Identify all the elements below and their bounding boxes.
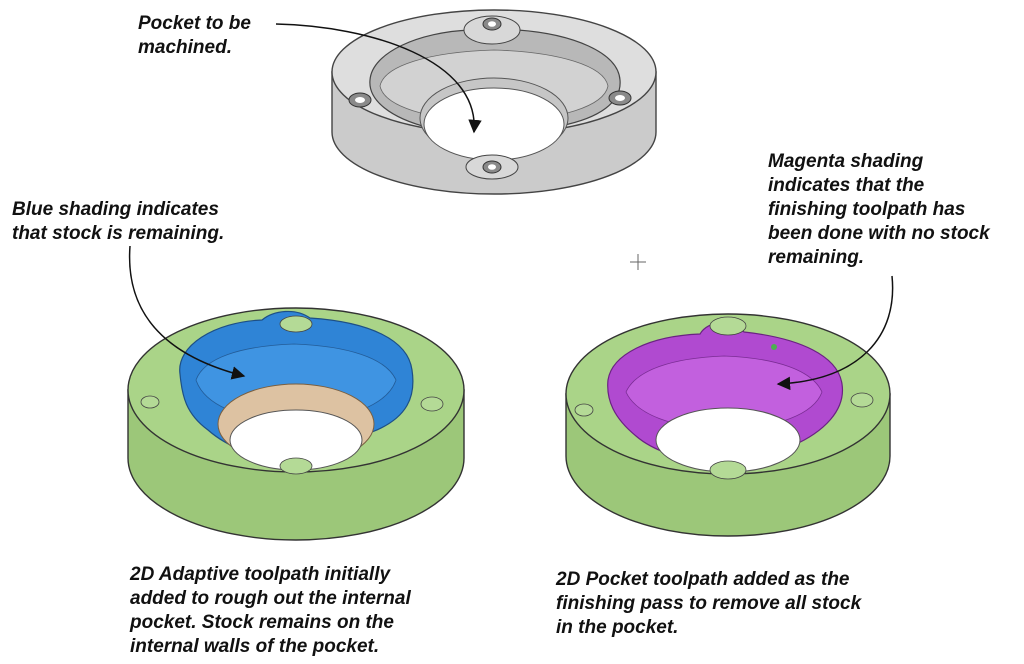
screw-hole-icon	[482, 17, 502, 31]
caption-adaptive: 2D Adaptive toolpath initially added to …	[130, 564, 411, 657]
pocket-leader-arrow	[275, 23, 482, 134]
screw-hole-icon	[482, 160, 502, 174]
annotation-pocket: Pocket to be machined.	[138, 13, 251, 58]
gray-part	[331, 9, 657, 195]
magenta-leader-arrow	[776, 275, 894, 391]
screw-hole-icon	[608, 90, 632, 106]
pocket-part	[565, 313, 891, 537]
adaptive-part	[127, 307, 465, 541]
annotation-blue-shading: Blue shading indicates that stock is rem…	[12, 199, 225, 244]
annotation-magenta-shading: Magenta shading indicates that the finis…	[768, 151, 990, 268]
caption-pocket: 2D Pocket toolpath added as the finishin…	[556, 569, 862, 638]
blue-leader-arrow	[128, 245, 246, 380]
screw-hole-icon	[348, 92, 372, 108]
marker-dot-icon	[771, 344, 777, 350]
crosshair-icon	[630, 254, 646, 270]
